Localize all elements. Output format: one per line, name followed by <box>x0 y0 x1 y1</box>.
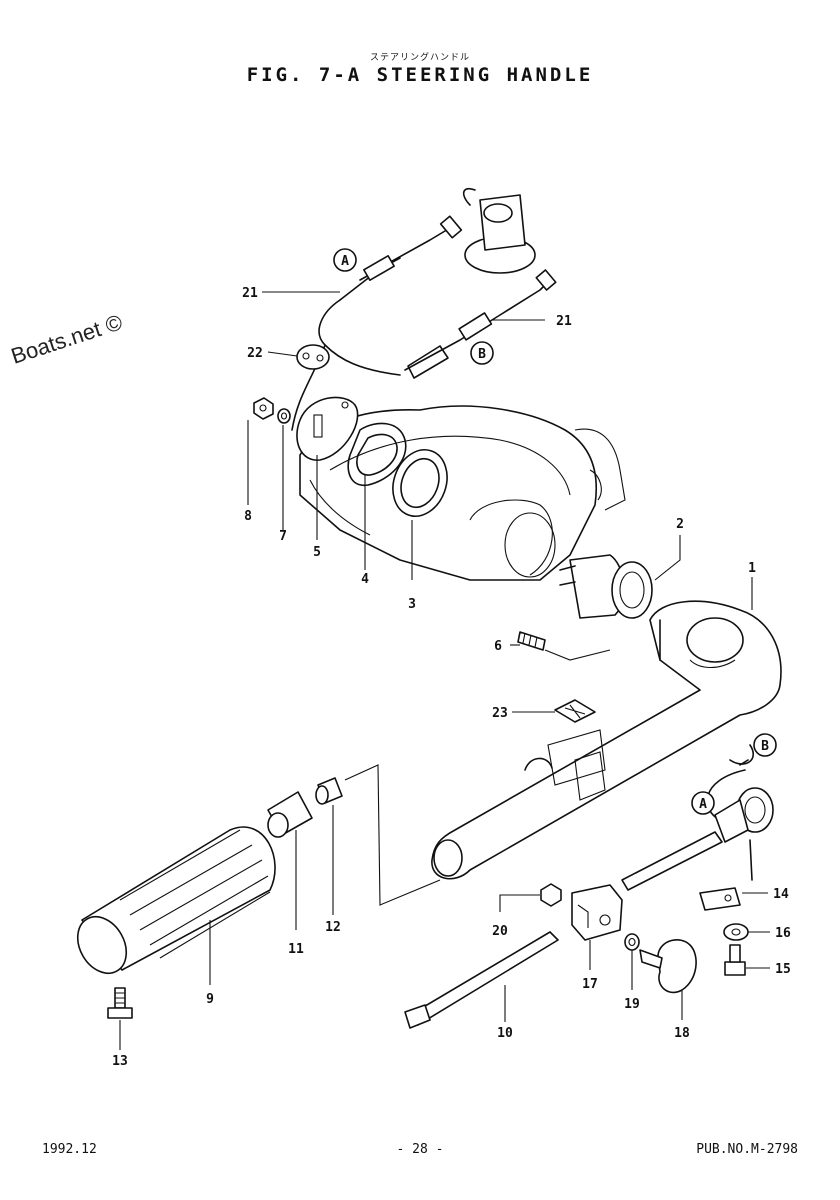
nut-20 <box>540 883 562 907</box>
footer-page-number: - 28 - <box>396 1142 444 1157</box>
page-subtitle: ステアリングハンドル <box>369 53 470 63</box>
part-label-22: 22 <box>247 346 263 361</box>
part-label-3: 3 <box>408 597 416 612</box>
part-label-4: 4 <box>361 572 369 587</box>
screw-13 <box>107 987 133 1019</box>
callout-b-top-label: B <box>478 347 486 362</box>
throttle-cable-b <box>404 269 557 379</box>
part-label-18: 18 <box>674 1026 690 1041</box>
part-label-2: 2 <box>676 517 684 532</box>
part-label-23: 23 <box>492 706 508 721</box>
part-label-7: 7 <box>279 529 287 544</box>
washer-16 <box>723 923 749 941</box>
bolt-6 <box>517 631 546 651</box>
gasket-3 <box>392 449 448 517</box>
steering-arm-1 <box>431 600 782 880</box>
footer-date: 1992.12 <box>42 1142 97 1157</box>
leader-lines <box>119 291 770 1050</box>
part-label-17: 17 <box>582 977 598 992</box>
callout-a-right-label: A <box>699 797 707 812</box>
callout-b-right: B <box>753 733 777 757</box>
clamp-plate-23 <box>554 699 596 723</box>
footer-publication-number: PUB.NO.M-2798 <box>696 1142 798 1157</box>
callout-b-right-label: B <box>761 739 769 754</box>
knob-18 <box>639 939 697 994</box>
part-label-16: 16 <box>775 926 791 941</box>
washer-7 <box>277 408 291 424</box>
gasket-4 <box>347 422 407 486</box>
rod-10 <box>404 931 559 1029</box>
part-label-11: 11 <box>288 942 304 957</box>
page-title: FIG. 7-A STEERING HANDLE <box>246 64 594 86</box>
part-label-1: 1 <box>748 561 756 576</box>
callout-a-top: A <box>333 248 357 272</box>
part-label-6: 6 <box>494 639 502 654</box>
collar-11 <box>267 791 313 838</box>
part-label-5: 5 <box>313 545 321 560</box>
friction-block-17 <box>571 884 623 941</box>
part-label-20: 20 <box>492 924 508 939</box>
nut-8 <box>253 397 274 420</box>
washer-19 <box>624 933 640 951</box>
part-label-19: 19 <box>624 997 640 1012</box>
part-label-12: 12 <box>325 920 341 935</box>
part-label-9: 9 <box>206 992 214 1007</box>
callout-a-top-label: A <box>341 254 349 269</box>
plate-5 <box>296 396 359 461</box>
part-label-8: 8 <box>244 509 252 524</box>
lever-14 <box>699 887 741 911</box>
bushing-2 <box>559 554 653 619</box>
throttle-cable-a <box>291 215 463 431</box>
callout-b-top: B <box>470 341 494 365</box>
bolt-15 <box>724 944 746 976</box>
grommet-22 <box>296 344 330 370</box>
engine-housing <box>299 405 626 581</box>
part-label-13: 13 <box>112 1054 128 1069</box>
part-label-21-right: 21 <box>556 314 572 329</box>
grip-9 <box>76 826 276 975</box>
part-label-21-top: 21 <box>242 286 258 301</box>
callout-a-right: A <box>691 791 715 815</box>
cap-12 <box>315 777 343 805</box>
part-label-10: 10 <box>497 1026 513 1041</box>
part-label-14: 14 <box>773 887 789 902</box>
cable-assembly-right <box>621 744 774 891</box>
part-label-15: 15 <box>775 962 791 977</box>
steering-bracket-top <box>462 187 536 274</box>
part-labels: 1 2 3 4 5 6 7 8 9 10 11 12 13 14 15 16 1… <box>112 286 791 1069</box>
